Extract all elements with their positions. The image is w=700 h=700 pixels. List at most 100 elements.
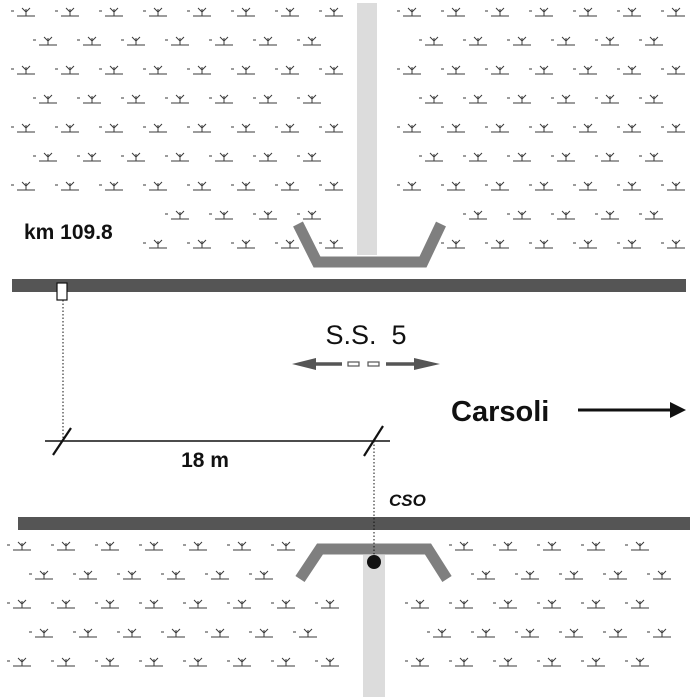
vegetation-tuft: [51, 657, 75, 667]
vegetation-tuft: [165, 36, 189, 46]
vegetation-tuft: [595, 94, 619, 104]
road-edge-bottom: [18, 517, 690, 530]
vegetation-tuft: [537, 541, 561, 551]
vegetation-tuft: [405, 657, 429, 667]
vegetation-tuft: [529, 239, 553, 249]
vegetation-tuft: [143, 123, 167, 133]
station-point-icon: [367, 555, 381, 569]
vegetation-tuft: [297, 210, 321, 220]
vegetation-tuft: [275, 239, 299, 249]
vegetation-tuft: [7, 541, 31, 551]
vegetation-tuft: [507, 36, 531, 46]
vegetation-tuft: [471, 570, 495, 580]
vegetation-tuft: [595, 152, 619, 162]
vegetation-tuft: [441, 7, 465, 17]
vegetation-tuft: [603, 628, 627, 638]
vegetation-tuft: [231, 65, 255, 75]
vegetation-tuft: [449, 657, 473, 667]
vegetation-tuft: [205, 628, 229, 638]
vegetation-tuft: [471, 628, 495, 638]
vegetation-tuft: [397, 65, 421, 75]
vegetation-tuft: [603, 570, 627, 580]
vegetation-tuft: [249, 570, 273, 580]
vegetation-tuft: [297, 94, 321, 104]
vegetation-tuft: [227, 599, 251, 609]
vegetation-tuft: [559, 570, 583, 580]
vegetation-tuft: [661, 181, 685, 191]
vegetation-tuft: [11, 181, 35, 191]
vegetation-tuft: [595, 36, 619, 46]
direction-arrow-icon: [578, 402, 686, 418]
vegetation-tuft: [55, 65, 79, 75]
vegetation-tuft: [537, 657, 561, 667]
vegetation-tuft: [139, 541, 163, 551]
vegetation-tuft: [209, 210, 233, 220]
ditch-strip-top: [357, 3, 377, 255]
vegetation-tuft: [551, 36, 575, 46]
vegetation-tuft: [73, 628, 97, 638]
vegetation-tuft: [209, 152, 233, 162]
vegetation-tuft: [405, 599, 429, 609]
vegetation-tuft: [485, 65, 509, 75]
vegetation-tuft: [529, 7, 553, 17]
vegetation-tuft: [617, 123, 641, 133]
vegetation-tuft: [397, 7, 421, 17]
vegetation-tuft: [463, 36, 487, 46]
vegetation-tuft: [493, 599, 517, 609]
vegetation-tuft: [441, 123, 465, 133]
vegetation-tuft: [55, 181, 79, 191]
vegetation-tuft: [187, 123, 211, 133]
vegetation-tuft: [187, 7, 211, 17]
vegetation-field-top-left: [11, 7, 343, 249]
vegetation-tuft: [315, 599, 339, 609]
vegetation-tuft: [253, 210, 277, 220]
vegetation-tuft: [573, 123, 597, 133]
vegetation-tuft: [617, 239, 641, 249]
vegetation-tuft: [507, 94, 531, 104]
vegetation-field-bottom-right: [405, 541, 671, 667]
vegetation-tuft: [419, 152, 443, 162]
vegetation-tuft: [51, 599, 75, 609]
vegetation-tuft: [187, 181, 211, 191]
arrow-dash-2: [367, 361, 380, 367]
vegetation-tuft: [581, 599, 605, 609]
vegetation-tuft: [485, 7, 509, 17]
vegetation-tuft: [99, 65, 123, 75]
vegetation-tuft: [419, 94, 443, 104]
vegetation-tuft: [99, 123, 123, 133]
vegetation-tuft: [661, 123, 685, 133]
km-marker-label: km 109.8: [24, 221, 113, 244]
vegetation-tuft: [33, 36, 57, 46]
vegetation-tuft: [647, 628, 671, 638]
arrow-head-right-icon: [414, 358, 440, 370]
vegetation-tuft: [51, 541, 75, 551]
vegetation-tuft: [77, 36, 101, 46]
vegetation-tuft: [639, 94, 663, 104]
vegetation-tuft: [639, 210, 663, 220]
vegetation-tuft: [117, 570, 141, 580]
vegetation-tuft: [515, 570, 539, 580]
road-label: S.S. 5: [325, 320, 406, 350]
vegetation-tuft: [427, 628, 451, 638]
vegetation-tuft: [529, 181, 553, 191]
vegetation-tuft: [647, 570, 671, 580]
vegetation-tuft: [73, 570, 97, 580]
vegetation-tuft: [297, 152, 321, 162]
vegetation-tuft: [315, 657, 339, 667]
vegetation-tuft: [165, 210, 189, 220]
vegetation-tuft: [463, 94, 487, 104]
vegetation-tuft: [33, 94, 57, 104]
vegetation-tuft: [231, 7, 255, 17]
ditch-strip-bottom: [363, 555, 385, 697]
vegetation-tuft: [485, 239, 509, 249]
vegetation-tuft: [29, 628, 53, 638]
vegetation-tuft: [205, 570, 229, 580]
vegetation-tuft: [573, 181, 597, 191]
vegetation-tuft: [397, 181, 421, 191]
vegetation-tuft: [441, 65, 465, 75]
vegetation-tuft: [319, 7, 343, 17]
vegetation-tuft: [515, 628, 539, 638]
vegetation-tuft: [581, 657, 605, 667]
vegetation-tuft: [143, 181, 167, 191]
vegetation-tuft: [639, 36, 663, 46]
